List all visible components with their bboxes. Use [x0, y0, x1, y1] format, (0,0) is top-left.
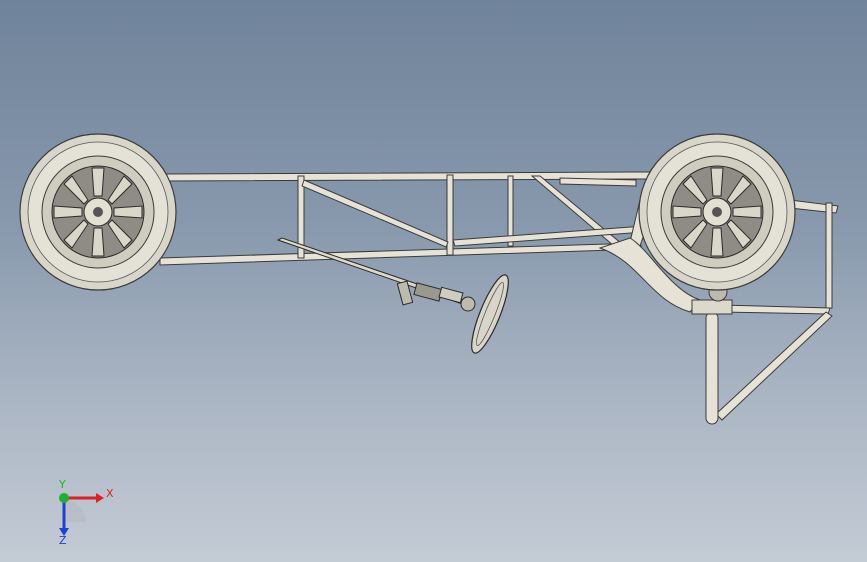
x-axis-label: X [106, 487, 114, 500]
chassis-frame [159, 171, 839, 421]
rear-wheel [638, 133, 796, 291]
steering-column [276, 237, 476, 312]
rear-support-strut [691, 282, 733, 425]
z-axis-label: Z [59, 534, 67, 547]
axis-triad: X Y Z [40, 478, 120, 548]
front-wheel [19, 133, 177, 291]
fender [598, 237, 701, 313]
y-axis-label: Y [58, 478, 66, 491]
steering-wheel [471, 274, 509, 354]
y-axis-icon [59, 493, 69, 503]
